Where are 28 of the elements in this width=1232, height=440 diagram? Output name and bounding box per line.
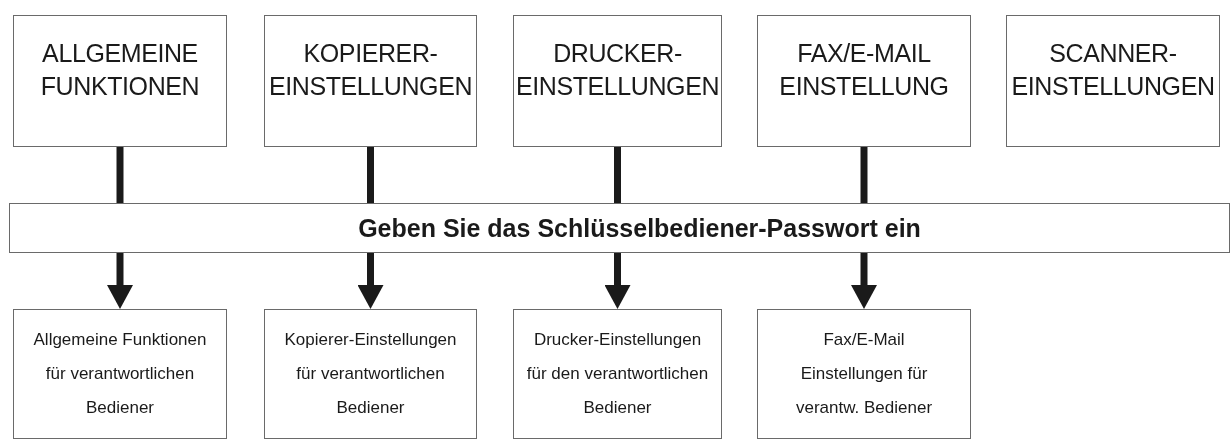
arrow — [604, 253, 631, 309]
prompt-text: Geben Sie das Schlüsselbediener-Passwort ein — [357, 213, 921, 243]
connector-line — [116, 147, 124, 203]
settings-box — [513, 309, 722, 439]
settings-box — [13, 309, 227, 439]
category-box — [513, 15, 722, 147]
connector-line — [367, 147, 374, 203]
settings-box — [757, 309, 971, 439]
box-title: FAX/E-MAIL EINSTELLUNG — [778, 38, 950, 102]
box-title: SCANNER- EINSTELLUNGEN — [1010, 38, 1216, 102]
connector-line — [614, 147, 621, 203]
category-box — [264, 15, 477, 147]
box-text: Kopierer-Einstellungen für verantwortlichen Bediener — [283, 329, 458, 419]
arrow — [357, 253, 384, 309]
settings-box — [264, 309, 477, 439]
box-text: Fax/E-Mail Einstellungen für verantw. Bediener — [794, 329, 934, 419]
box-title: ALLGEMEINE FUNKTIONEN — [39, 38, 201, 102]
box-text: Allgemeine Funktionen für verantwortlichen Bediener — [32, 329, 208, 419]
category-box — [757, 15, 971, 147]
category-box — [13, 15, 227, 147]
password-prompt-bar — [9, 203, 1230, 253]
arrow — [851, 253, 877, 309]
box-title: KOPIERER- EINSTELLUNGEN — [267, 38, 474, 102]
box-title: DRUCKER- EINSTELLUNGEN — [514, 38, 721, 102]
connector-line — [860, 147, 868, 203]
category-box — [1006, 15, 1220, 147]
arrow — [107, 253, 133, 309]
box-text: Drucker-Einstellungen für den verantwortlichen Bediener — [525, 329, 710, 419]
